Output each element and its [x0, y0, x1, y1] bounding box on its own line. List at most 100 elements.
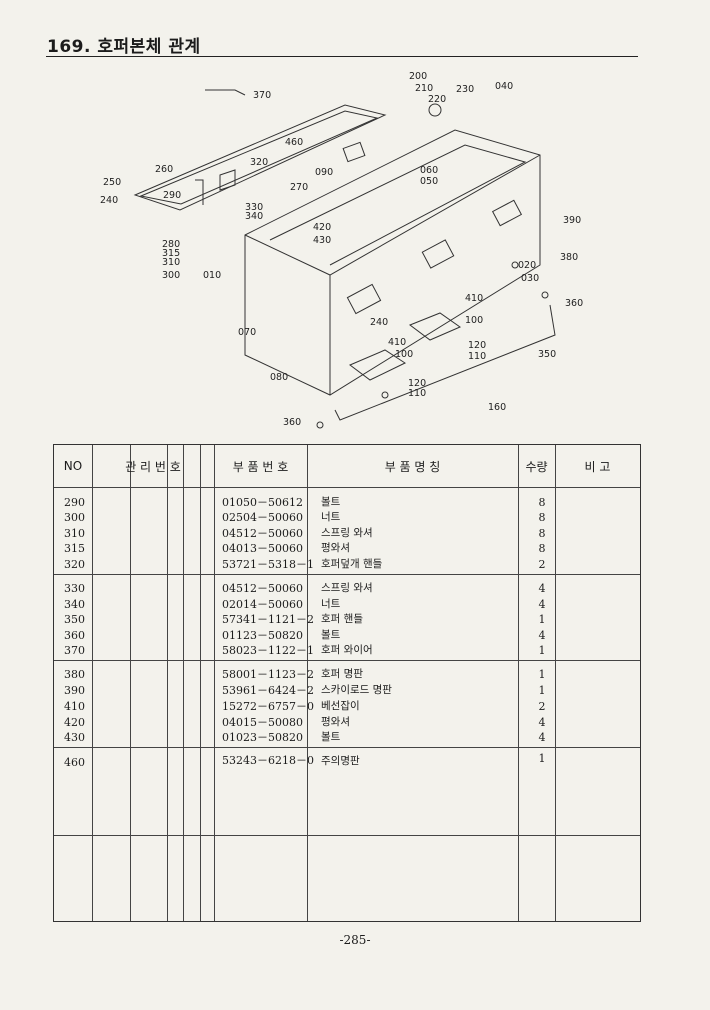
svg-text:210: 210: [415, 83, 433, 94]
header-remarks: 비 고: [584, 459, 611, 474]
grid-line: [167, 445, 168, 921]
svg-text:380: 380: [560, 252, 578, 263]
svg-text:020: 020: [518, 260, 536, 271]
exploded-parts-diagram: 370 460 320 260 290 250 240 270 330 340 …: [100, 71, 583, 429]
header-qty: 수량: [525, 459, 548, 474]
svg-text:360: 360: [565, 298, 583, 309]
row-qty: 1: [538, 668, 546, 681]
row-no: 380: [64, 668, 85, 681]
grid-line: [214, 445, 215, 921]
row-part-name: 평와셔: [321, 542, 350, 554]
row-no: 340: [64, 598, 85, 611]
svg-text:070: 070: [238, 327, 256, 338]
row-part-name: 주의명판: [321, 755, 360, 767]
row-qty: 4: [538, 716, 546, 729]
row-part-name: 호퍼 핸들: [321, 613, 363, 625]
svg-text:220: 220: [428, 94, 446, 105]
svg-text:290: 290: [163, 190, 181, 201]
row-qty: 1: [538, 613, 546, 626]
row-part-name: 스카이로드 명판: [321, 684, 392, 696]
svg-text:320: 320: [250, 157, 268, 168]
header-part-name: 부 품 명 칭: [384, 459, 441, 474]
grid-line: [92, 445, 93, 921]
row-qty: 4: [538, 582, 546, 595]
svg-text:110: 110: [468, 351, 486, 362]
svg-text:060: 060: [420, 165, 438, 176]
row-part-no: 15272－6757－0: [222, 700, 314, 713]
row-qty: 4: [538, 629, 546, 642]
svg-text:230: 230: [456, 84, 474, 95]
svg-text:100: 100: [465, 315, 483, 326]
row-part-name: 평와셔: [321, 716, 350, 728]
row-part-name: 너트: [321, 511, 341, 523]
svg-text:110: 110: [408, 388, 426, 399]
svg-text:010: 010: [203, 270, 221, 281]
svg-text:350: 350: [538, 349, 556, 360]
svg-text:315: 315: [162, 248, 180, 259]
row-part-no: 02014－50060: [222, 598, 303, 611]
header-divider: [54, 487, 640, 488]
grid-line: [518, 445, 519, 921]
svg-text:410: 410: [465, 293, 483, 304]
row-no: 300: [64, 511, 85, 524]
group-divider: [54, 747, 640, 748]
header-control-no: 관 리 번 호: [125, 459, 181, 474]
svg-text:030: 030: [521, 273, 539, 284]
grid-line: [200, 445, 201, 921]
row-part-no: 04013－50060: [222, 542, 303, 555]
row-no: 350: [64, 613, 85, 626]
callout-labels: 370 460 320 260 290 250 240 270 330 340 …: [100, 71, 583, 428]
svg-text:200: 200: [409, 71, 427, 82]
row-part-no: 04015－50080: [222, 716, 303, 729]
row-part-name: 너트: [321, 598, 341, 610]
group-divider: [54, 660, 640, 661]
grid-line: [307, 445, 308, 921]
row-no: 320: [64, 558, 85, 571]
row-no: 360: [64, 629, 85, 642]
parts-table: NO 관 리 번 호 부 품 번 호 부 품 명 칭 수량 비 고 290 01…: [53, 444, 641, 922]
row-qty: 4: [538, 731, 546, 744]
page-title: 169. 호퍼본체 관계: [47, 37, 201, 57]
row-part-no: 53243－6218－0: [222, 754, 314, 767]
grid-line: [130, 445, 131, 921]
svg-text:050: 050: [420, 176, 438, 187]
row-no: 290: [64, 496, 85, 509]
row-qty: 1: [538, 684, 546, 697]
row-qty: 2: [538, 700, 546, 713]
row-qty: 4: [538, 598, 546, 611]
row-part-name: 볼트: [321, 496, 341, 508]
row-qty: 8: [538, 511, 546, 524]
svg-text:250: 250: [103, 177, 121, 188]
row-part-name: 볼트: [321, 629, 341, 641]
row-no: 430: [64, 731, 85, 744]
row-qty: 8: [538, 527, 546, 540]
row-part-no: 58023－1122－1: [222, 644, 314, 657]
svg-text:360: 360: [283, 417, 301, 428]
row-no: 410: [64, 700, 85, 713]
svg-text:280: 280: [162, 239, 180, 250]
svg-text:270: 270: [290, 182, 308, 193]
svg-text:260: 260: [155, 164, 173, 175]
row-part-name: 볼트: [321, 731, 341, 743]
row-part-no: 01050－50612: [222, 496, 303, 509]
row-qty: 1: [538, 644, 546, 657]
row-part-name: 호퍼 와이어: [321, 644, 373, 656]
svg-text:430: 430: [313, 235, 331, 246]
row-no: 310: [64, 527, 85, 540]
row-part-name: 스프링 와셔: [321, 582, 373, 594]
row-part-no: 57341－1121－2: [222, 613, 314, 626]
row-part-no: 01023－50820: [222, 731, 303, 744]
svg-text:340: 340: [245, 211, 263, 222]
row-no: 420: [64, 716, 85, 729]
row-part-no: 58001－1123－2: [222, 668, 314, 681]
row-part-no: 53721－5318－1: [222, 558, 314, 571]
svg-text:240: 240: [100, 195, 118, 206]
row-qty: 8: [538, 496, 546, 509]
grid-line: [183, 445, 184, 921]
row-part-name: 베선잡이: [321, 700, 360, 712]
row-qty: 2: [538, 558, 546, 571]
grid-line: [555, 445, 556, 921]
row-part-name: 호퍼덮개 핸들: [321, 558, 383, 570]
group-divider: [54, 835, 640, 836]
row-part-no: 53961－6424－2: [222, 684, 314, 697]
